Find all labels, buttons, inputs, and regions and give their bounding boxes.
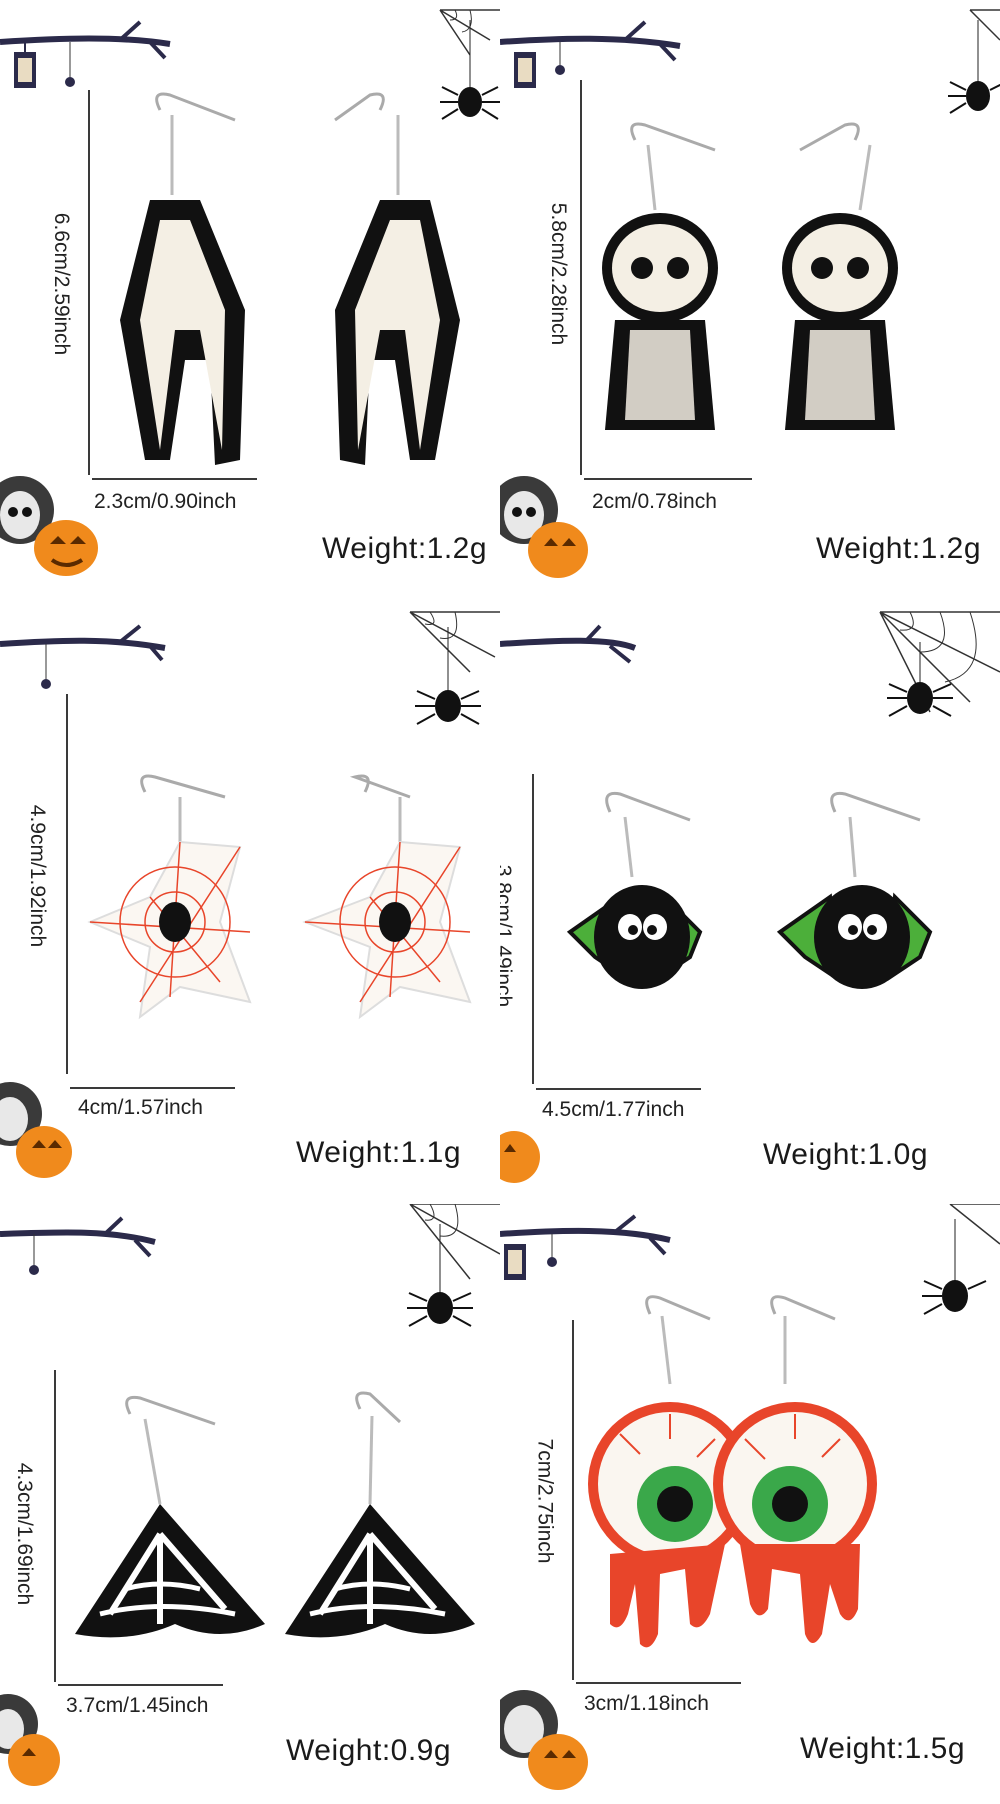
width-label: 4cm/1.57inch [78,1096,203,1119]
width-dimension-line [58,1684,223,1686]
product-panel-skeleton-body: 5.8cm/2.28inch 2cm/0.78inch Weight:1.2g [500,0,1000,602]
product-panel-green-bat: 3.8cm/1.49inch 4.5cm/1.77inch Weight:1.0… [500,602,1000,1204]
weight-label: Weight:1.5g [800,1732,966,1765]
skeleton-hands-earrings-image [120,92,460,465]
width-dimension-line [536,1088,701,1090]
branch-lantern-icon [500,1214,671,1280]
height-label: 4.9cm/1.92inch [26,804,50,948]
product-panel-black-web: 4.3cm/1.69inch 3.7cm/1.45inch Weight:0.9… [0,1204,500,1804]
spider-web-corner-icon [409,611,500,725]
width-label: 3.7cm/1.45inch [66,1694,209,1717]
orange-web-earrings-image [87,774,472,1020]
product-panel-bloody-eyeball: 7cm/2.75inch 3cm/1.18inch Weight:1.5g [500,1204,1000,1804]
product-panel-spider-web-orange: 4.9cm/1.92inch 4cm/1.57inch Weight:1.1g [0,602,500,1204]
decor-background [500,1204,1000,1790]
width-dimension-line [70,1087,235,1089]
reaper-pumpkin-icon [0,476,98,576]
reaper-pumpkin-icon [0,1082,72,1178]
decor-background [0,611,500,1178]
width-dimension-line [92,478,257,480]
width-dimension-line [584,478,752,480]
spider-web-corner-icon [948,9,1000,114]
reaper-pumpkin-icon [500,476,588,578]
height-dimension-line [66,694,68,1074]
width-label: 2cm/0.78inch [592,490,717,513]
height-label: 5.8cm/2.28inch [547,202,571,346]
bat-earrings-image [566,791,933,989]
height-label: 4.3cm/1.69inch [13,1462,37,1606]
height-label: 3.8cm/1.49inch [500,864,516,1008]
branch-lantern-icon [0,624,166,689]
black-web-earrings-image [75,1391,475,1638]
weight-label: Weight:1.1g [296,1136,462,1169]
width-label: 4.5cm/1.77inch [542,1098,685,1121]
decor-background [0,9,500,576]
spider-web-corner-icon [407,1204,500,1327]
height-dimension-line [88,90,90,475]
height-dimension-line [580,80,582,475]
skeleton-earrings-image [602,122,898,430]
weight-label: Weight:1.0g [763,1138,929,1171]
branch-lantern-icon [0,20,171,88]
spider-web-corner-icon [922,1204,1000,1315]
product-panel-skeleton-hands: 6.6cm/2.59inch 2.3cm/0.90inch Weight:1.2… [0,0,500,602]
decor-background [500,9,1000,578]
reaper-pumpkin-icon [500,1690,588,1790]
decor-background [500,611,1000,1183]
spider-web-corner-icon [879,611,1000,717]
width-label: 2.3cm/0.90inch [94,490,237,513]
height-dimension-line [532,774,534,1084]
height-label: 6.6cm/2.59inch [50,212,74,356]
branch-icon [500,624,637,664]
eyeball-earrings-image [588,1295,877,1648]
spider-web-corner-icon [439,9,500,120]
weight-label: Weight:1.2g [816,532,982,565]
height-dimension-line [54,1370,56,1682]
branch-lantern-icon [500,20,681,88]
pumpkin-icon [500,1131,540,1183]
reaper-pumpkin-icon [0,1694,60,1786]
width-dimension-line [576,1682,741,1684]
branch-icon [0,1216,156,1275]
weight-label: Weight:0.9g [286,1734,452,1767]
height-label: 7cm/2.75inch [533,1438,557,1564]
decor-background [0,1204,500,1786]
width-label: 3cm/1.18inch [584,1692,709,1715]
height-dimension-line [572,1320,574,1680]
weight-label: Weight:1.2g [322,532,488,565]
